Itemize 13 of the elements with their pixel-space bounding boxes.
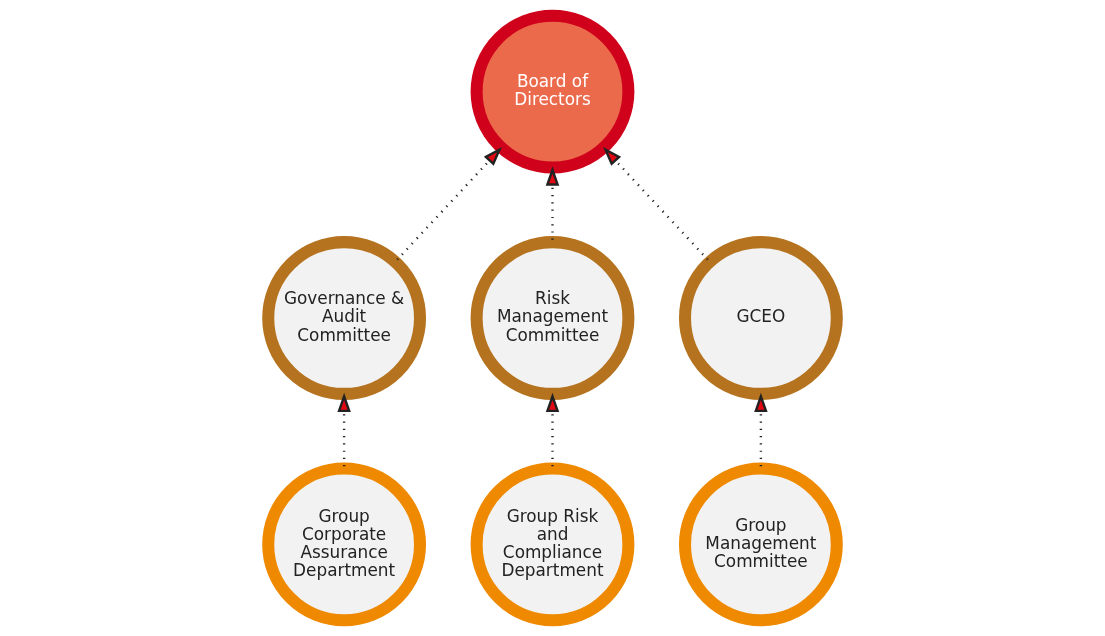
arrow — [545, 392, 560, 467]
node-circle: Group Risk and Compliance Department — [470, 462, 635, 627]
arrow — [337, 392, 351, 467]
arrow — [754, 392, 768, 467]
arrow — [603, 147, 709, 261]
node-circle: Board of Directors — [470, 9, 635, 174]
node-circle: Group Corporate Assurance Department — [262, 462, 427, 627]
arrow — [545, 166, 560, 240]
arrow — [396, 147, 502, 261]
node-circle: GCEO — [678, 236, 843, 400]
node-circle: Group Management Committee — [678, 462, 843, 627]
node-circle: Governance & Audit Committee — [262, 236, 427, 400]
node-circle: Risk Management Committee — [470, 236, 635, 400]
